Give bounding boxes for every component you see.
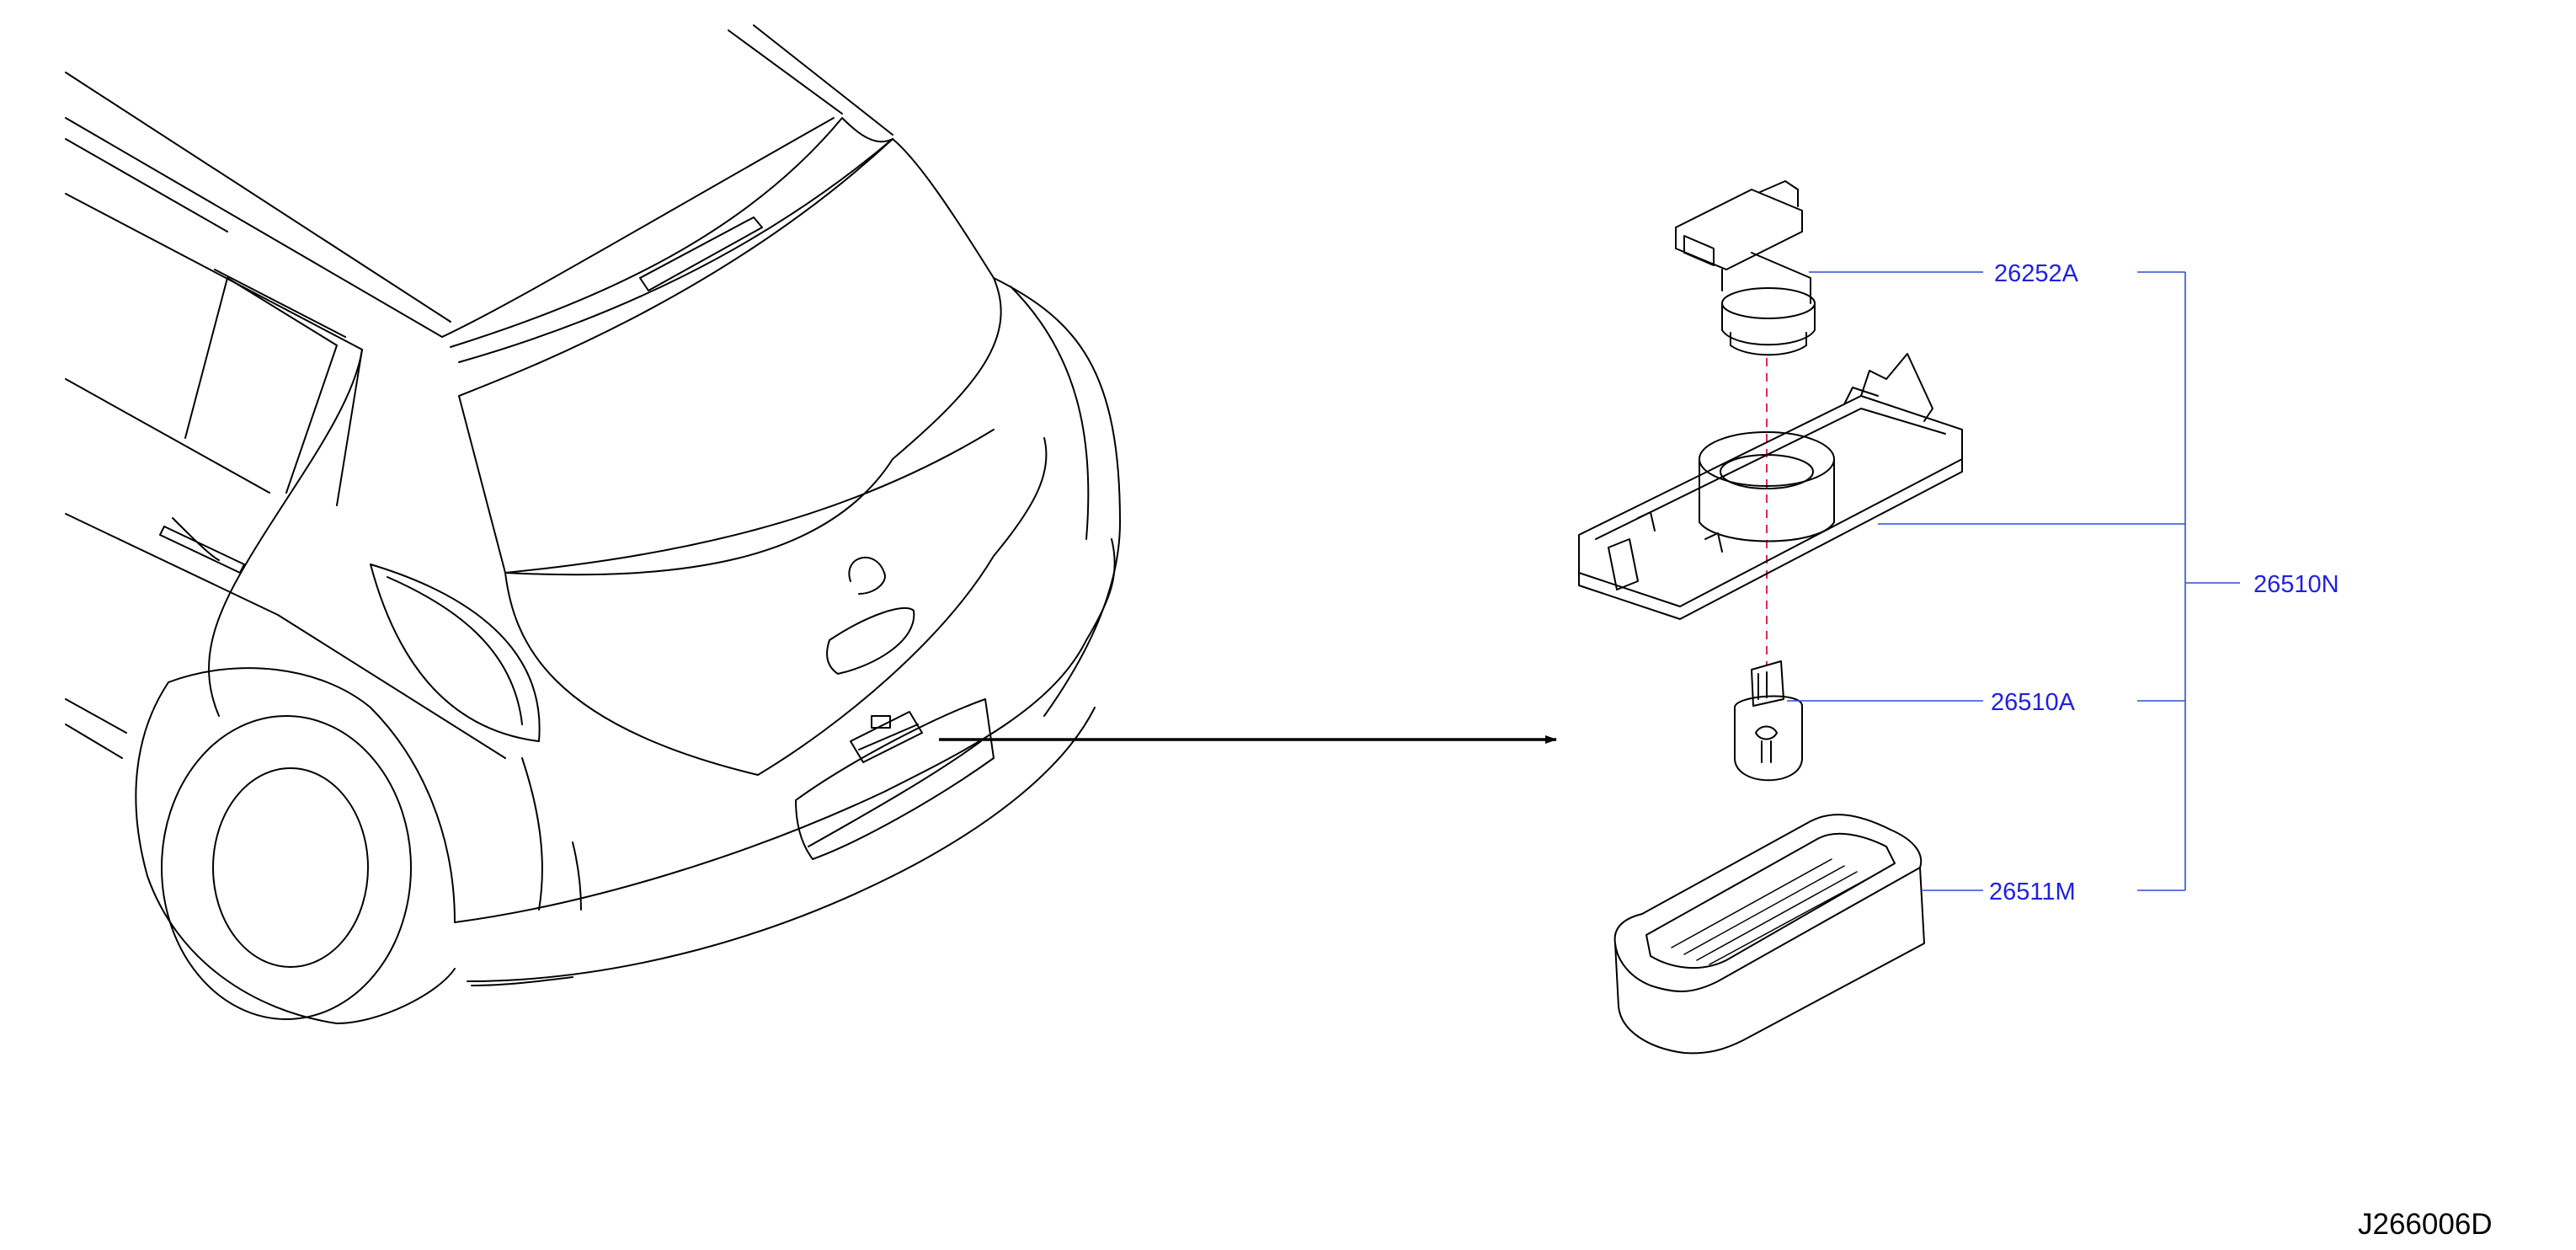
car-rear-view [65, 24, 1121, 1024]
part-label-26252A: 26252A [1994, 260, 2079, 287]
lens-part [1613, 814, 1925, 1055]
leader-lines [1787, 271, 2240, 891]
license-lamp-location [850, 711, 923, 763]
diagram-code: J266006D [2358, 1208, 2493, 1241]
bulb-part [1734, 660, 1803, 782]
housing-part [1578, 353, 1963, 620]
part-label-26511M: 26511M [1989, 879, 2076, 905]
part-label-26510N: 26510N [2253, 571, 2339, 598]
exploded-parts: 26252A 26510A 26511M 26510N [1578, 180, 2339, 1055]
part-label-26510A: 26510A [1991, 689, 2076, 716]
socket-part [1675, 180, 1816, 356]
